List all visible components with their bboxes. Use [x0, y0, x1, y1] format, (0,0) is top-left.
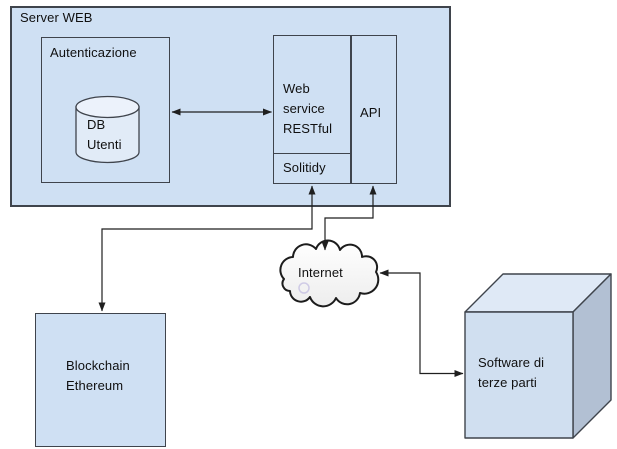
web-service-label: Web service RESTful	[283, 81, 333, 136]
db-utenti-label: DB Utenti	[87, 117, 122, 152]
solitidy-label: Solitidy	[283, 160, 326, 175]
api-label: API	[360, 105, 382, 120]
solitidy-box	[273, 153, 351, 184]
edge-internet-terzeparti	[379, 269, 464, 377]
internet-label: Internet	[298, 265, 343, 280]
edge-api-internet	[321, 185, 377, 251]
autenticazione-label: Autenticazione	[50, 45, 137, 60]
server-web-label: Server WEB	[20, 10, 93, 25]
edge-solitidy-blockchain	[98, 185, 316, 312]
db-cylinder-top	[75, 95, 140, 119]
cube-front-face	[464, 311, 574, 439]
db-cylinder-body	[75, 106, 140, 164]
blockchain-box	[35, 313, 166, 447]
api-box	[351, 35, 397, 184]
terze-parti-label: Software di terze parti	[478, 355, 545, 390]
blockchain-label: Blockchain Ethereum	[66, 358, 130, 393]
